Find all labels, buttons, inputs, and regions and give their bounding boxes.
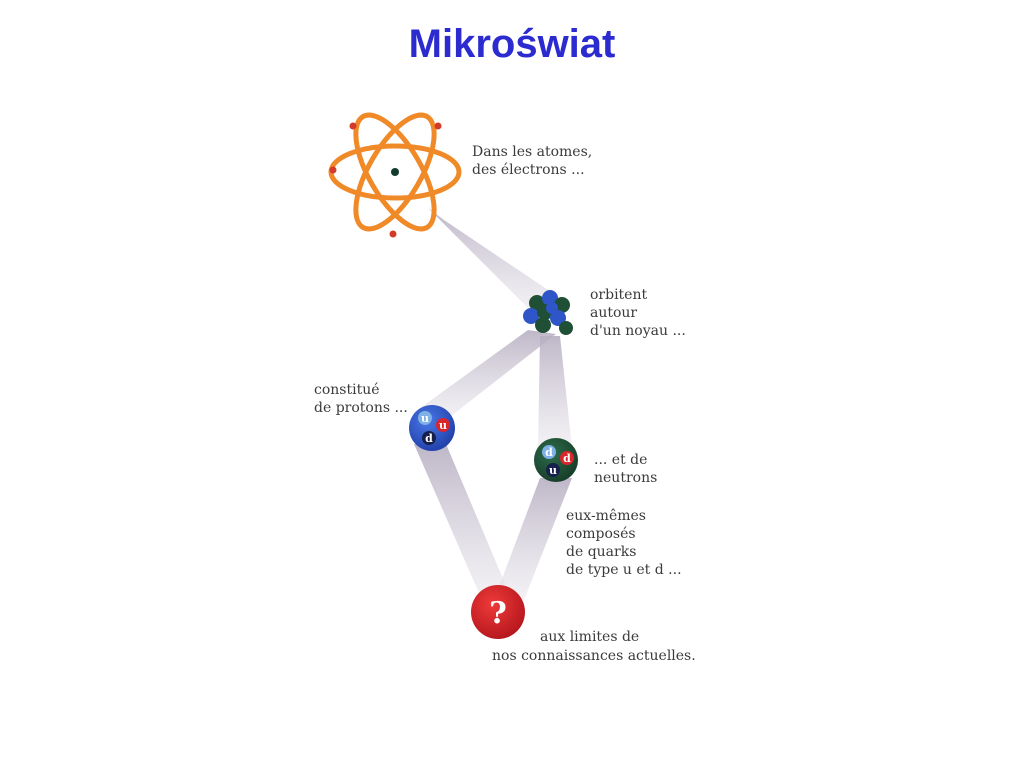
zoom-beams — [412, 208, 572, 600]
electron-dot — [435, 123, 442, 130]
atom-nucleus-dot — [391, 168, 399, 176]
neutron-quark-label: d — [563, 452, 571, 465]
caption-proton: constitué de protons ... — [314, 382, 408, 416]
electron-dot — [390, 231, 397, 238]
proton-quark-label: u — [421, 412, 429, 425]
unknown-particle-icon: ? — [471, 585, 525, 639]
beam-proton-to-unknown — [414, 444, 512, 600]
beam-nucleus-to-neutron — [538, 336, 572, 448]
proton-quark-label: u — [439, 419, 447, 432]
proton-icon: u u d — [409, 405, 455, 451]
neutron-quark-label: d — [545, 446, 553, 459]
caption-atom: Dans les atomes, des électrons ... — [472, 144, 597, 178]
beam-neutron-to-unknown — [494, 478, 572, 600]
atom-icon — [330, 104, 460, 241]
caption-limits: aux limites de nos connaissances actuell… — [492, 629, 696, 664]
neutron-quark-label: u — [549, 464, 557, 477]
neutron-icon: d d u — [534, 438, 578, 482]
caption-neutron: ... et de neutrons — [594, 452, 657, 486]
proton-quark-label: d — [425, 432, 433, 445]
question-mark-label: ? — [489, 596, 507, 631]
caption-nucleus: orbitent autour d'un noyau ... — [590, 287, 686, 339]
electron-dot — [330, 167, 337, 174]
caption-quarks: eux-mêmes composés de quarks de type u e… — [566, 508, 682, 578]
electron-dot — [350, 123, 357, 130]
